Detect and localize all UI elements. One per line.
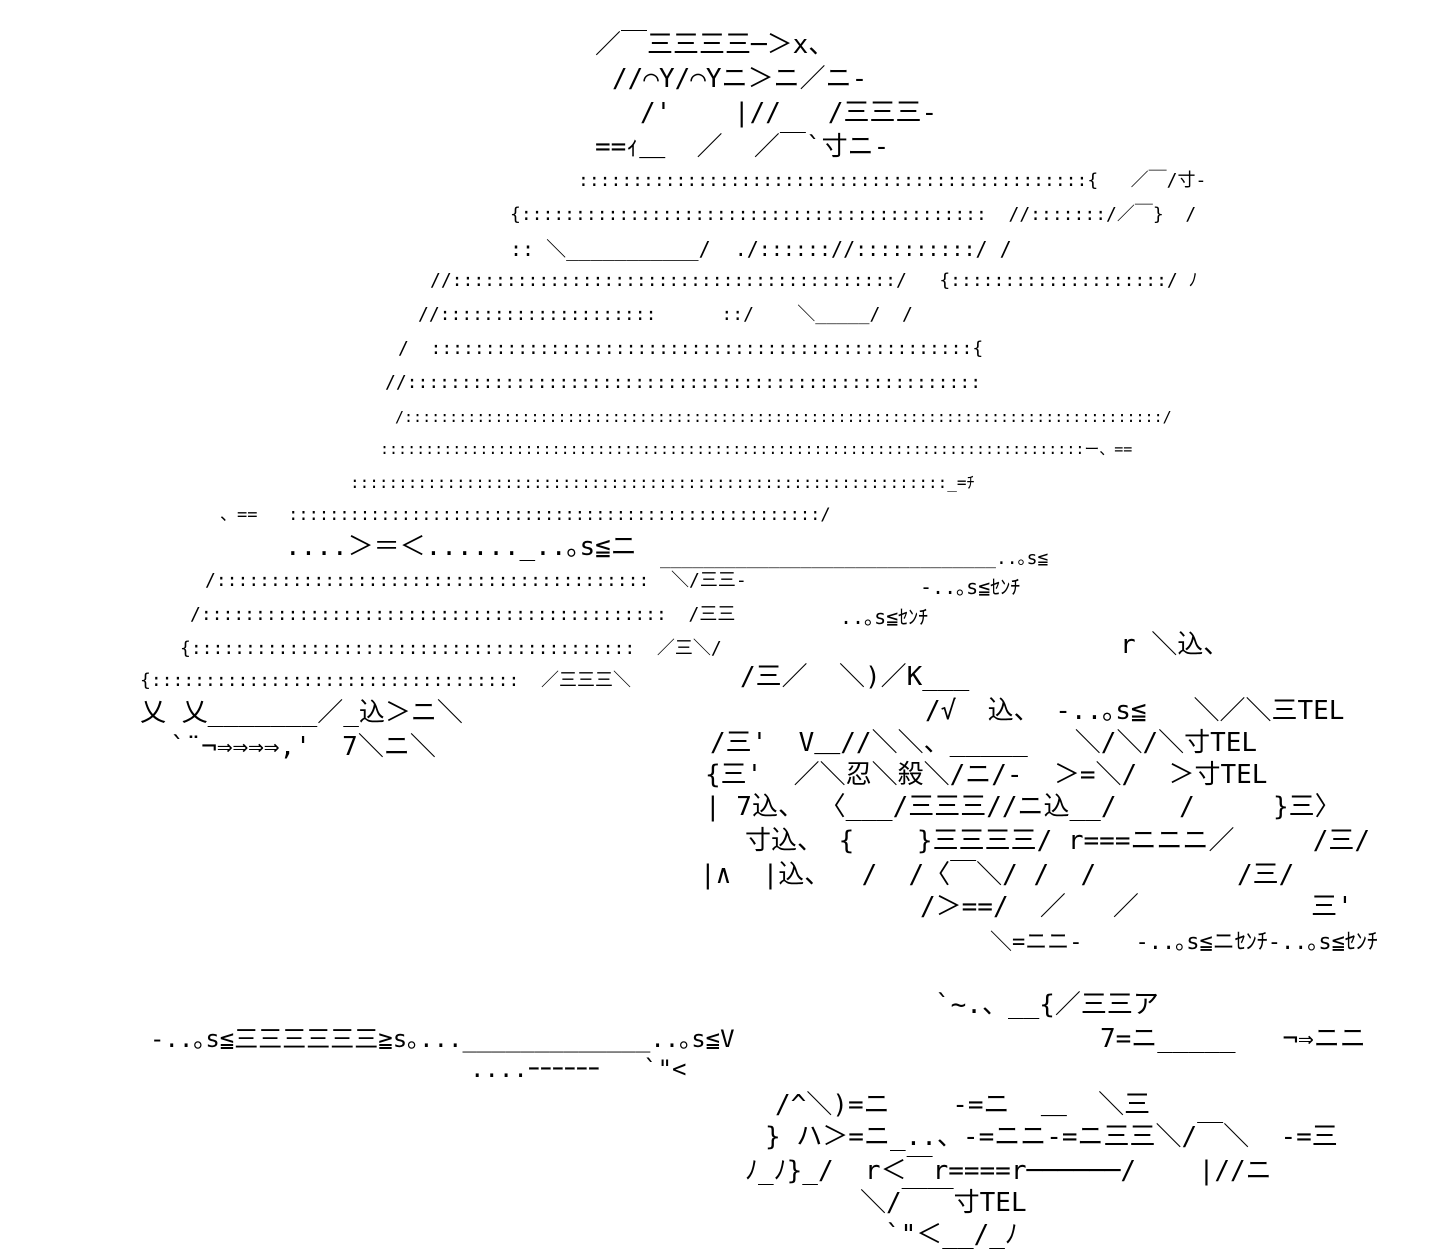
art-fragment: ﾉ_ﾉ}_/ r＜￣r====r──────/ |//ニ: [745, 1156, 1272, 1186]
art-fragment: /' |// /三三三-: [640, 98, 938, 128]
art-fragment: ::::::::::::::::::::::::::::::::::::::::…: [578, 170, 1207, 191]
art-fragment: /:::::::::::::::::::::::::::::::::::::::…: [395, 408, 1172, 426]
art-fragment: r ＼込、: [1120, 630, 1230, 660]
art-fragment: /√ 込、 -..｡s≦ ＼／＼三TEL: [925, 696, 1345, 726]
art-fragment: /:::::::::::::::::::::::::::::::::::::::…: [190, 604, 736, 625]
art-fragment: //::::::::::::::::::::::::::::::::::::::…: [430, 270, 1198, 291]
art-fragment: / ::::::::::::::::::::::::::::::::::::::…: [398, 338, 984, 359]
art-fragment: 寸込、 { }三三三三/ r===ニニニ／ /三/: [745, 826, 1371, 856]
art-fragment: //::::::::::::::::::::::::::::::::::::::…: [385, 372, 982, 393]
art-fragment: |∧ |込、 / /〈￣＼/ / / /三/: [700, 860, 1295, 890]
art-fragment: -..｡s≦ｾﾝﾁ: [920, 575, 1021, 599]
art-fragment: ==ｨ＿ ／ ／￣`寸ニ-: [595, 132, 890, 162]
art-fragment: } ハ＞=ニ_..、-=ニニ-=ニ三三＼/￣＼ -=三: [765, 1122, 1338, 1152]
art-fragment: 7=ニ_____ ¬⇒ニニ: [1100, 1024, 1366, 1054]
art-fragment: //:::::::::::::::::::: ::/ ＼_____/ /: [418, 304, 913, 325]
art-fragment: ＼=ニニ- -..｡s≦ニｾﾝﾁ-..｡s≦ｾﾝﾁ: [990, 930, 1378, 955]
art-fragment: /:::::::::::::::::::::::::::::::::::::::…: [205, 570, 747, 591]
art-fragment: 乂 乂_______／_込＞ニ＼: [140, 698, 463, 728]
art-fragment: _______________________________..｡s≦: [660, 548, 1049, 569]
art-fragment: /三／ ＼)／K___: [740, 662, 970, 692]
art-fragment: ..｡s≦ｾﾝﾁ: [840, 605, 929, 629]
art-fragment: `"＜__/_ﾉ: [885, 1220, 1018, 1250]
art-fragment: ....ｰｰｰｰｰｰ `"<: [470, 1055, 687, 1083]
art-fragment: ::::::::::::::::::::::::::::::::::::::::…: [350, 473, 975, 492]
art-fragment: {:::::::::::::::::::::::::::::::::::::::…: [510, 204, 1197, 225]
art-fragment: ／￣三三三三─＞x、: [595, 30, 835, 60]
art-fragment: | 7込、 〈___/三三三//ニ込__/ / }三〉: [705, 792, 1341, 822]
art-fragment: /＞==/ ／ ／ 三': [920, 892, 1353, 922]
art-fragment: //⌒Y/⌒Yニ＞ニ／ニ-: [612, 64, 868, 94]
art-fragment: {三' ／＼忍＼殺＼/ニ/- ＞=＼/ ＞寸TEL: [705, 760, 1268, 790]
art-fragment: -..｡s≦三三三三三三≧s｡..._____________..｡s≦V: [150, 1025, 735, 1053]
art-fragment: `¨¬⇒⇒⇒⇒,' 7＼ニ＼: [170, 732, 436, 762]
art-fragment: 、== ::::::::::::::::::::::::::::::::::::…: [220, 505, 831, 525]
art-fragment: /^＼)=ニ -=ニ ＿ ＼三: [775, 1090, 1151, 1120]
art-fragment: {:::::::::::::::::::::::::::::::::: ／三三三…: [140, 670, 631, 691]
art-fragment: ::::::::::::::::::::::::::::::::::::::::…: [380, 440, 1133, 458]
art-fragment: ＼/￣￣寸TEL: [860, 1188, 1027, 1218]
art-fragment: {:::::::::::::::::::::::::::::::::::::::…: [180, 638, 722, 659]
art-fragment: ....＞＝＜......_..｡s≦ニ: [285, 532, 637, 562]
art-fragment: :: ＼___________/ ./:::::://::::::::::/ /: [510, 237, 1012, 261]
art-fragment: `~.、__{／三三ア: [935, 990, 1159, 1020]
art-fragment: /三' V＿//＼＼、_____ ＼/＼/＼寸TEL: [710, 728, 1258, 758]
